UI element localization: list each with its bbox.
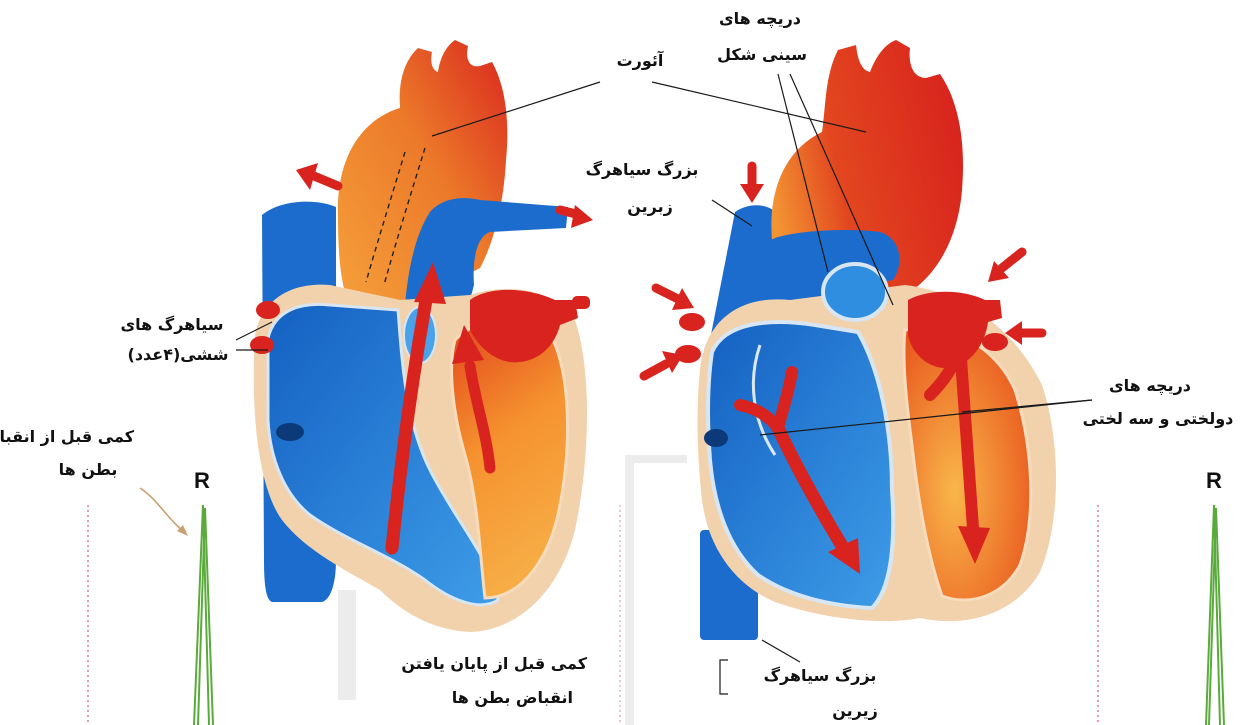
label-before-contraction-line1: کمی قبل از انقباض	[2, 427, 134, 447]
pulmonary-vein-stub	[256, 301, 280, 319]
ecg-left	[88, 488, 213, 725]
label-aorta: آئورت	[600, 51, 680, 71]
coronary-sinus	[704, 429, 728, 447]
label-av-valves-line2: دولختی و سه لختی	[1068, 409, 1248, 429]
pulmonary-vein-stub	[982, 333, 1008, 351]
pulmonary-vein-stub	[572, 296, 590, 309]
label-inferior-vena-cava-line1: بزرگ سیاهرگ	[755, 666, 885, 686]
label-pulmonary-veins-line2: ششی(۴عدد)	[108, 345, 248, 365]
inflow-arrow	[1002, 252, 1022, 268]
watermark-bar	[625, 455, 634, 725]
watermark-bar	[625, 455, 687, 463]
ecg-peak-label-right: R	[1202, 469, 1226, 493]
label-pulmonary-veins-line1: سیاهرگ های	[102, 315, 242, 335]
ecg-right	[1098, 505, 1224, 725]
coronary-sinus	[276, 423, 304, 441]
bracket-mark	[720, 660, 728, 694]
heart-left	[250, 40, 593, 632]
pulmonary-vein-stub	[679, 313, 705, 331]
outflow-arrow-head	[571, 205, 593, 228]
label-before-contraction-line2: بطن ها	[48, 460, 128, 480]
label-av-valves-line1: دریچه های	[1095, 376, 1205, 396]
inflow-arrow-head	[740, 184, 764, 203]
label-before-end-contraction-line2: انقباض بطن ها	[453, 688, 573, 708]
label-inferior-vena-cava-line2: زیرین	[820, 701, 890, 721]
heart-right	[644, 40, 1056, 640]
annotation-pointer	[140, 488, 184, 532]
label-superior-vena-cava-line2: زبرین	[610, 197, 690, 217]
leader-inferior-vena-cava	[762, 640, 800, 662]
ecg-peak-label-left: R	[190, 469, 214, 493]
semilunar-valve-area	[823, 264, 887, 320]
label-semilunar-valves-line2: سینی شکل	[707, 45, 817, 65]
label-semilunar-valves-line1: دریچه های	[705, 9, 815, 29]
pulmonary-vein-stub	[250, 336, 274, 354]
watermark-bar	[338, 590, 356, 700]
inflow-arrow	[656, 288, 678, 299]
label-superior-vena-cava-line1: بزرگ سیاهرگ	[577, 160, 707, 180]
outflow-arrow-left	[314, 176, 338, 186]
label-before-end-contraction-line1: کمی قبل از پایان یافتن	[407, 654, 587, 674]
inflow-arrow	[644, 364, 666, 376]
